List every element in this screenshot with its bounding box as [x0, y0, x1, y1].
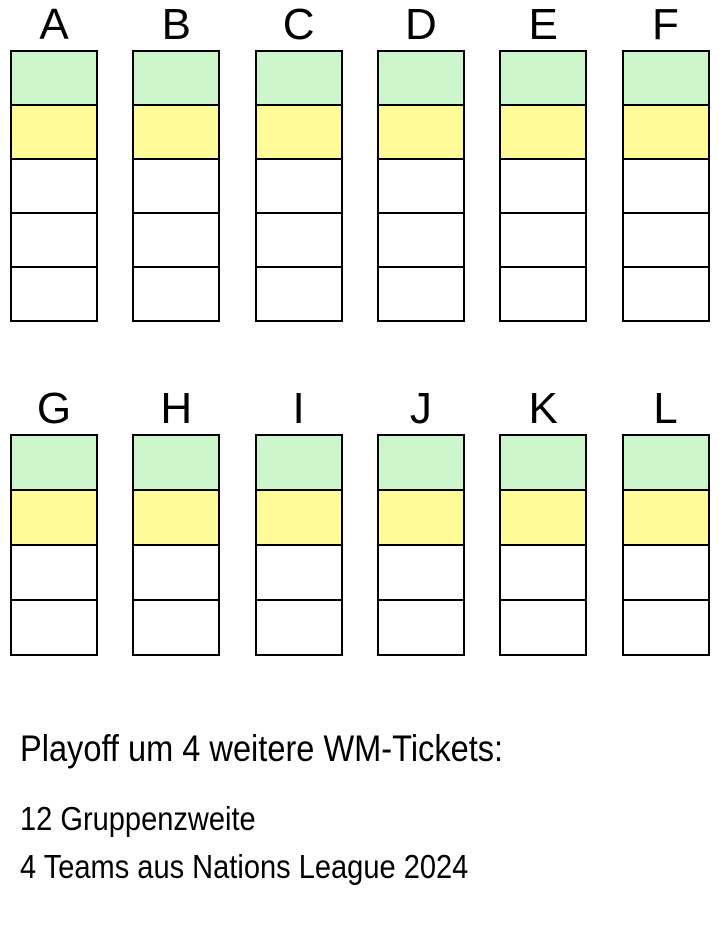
group-slot-playoff	[256, 491, 341, 546]
group-slot-empty	[378, 546, 463, 601]
group-slot-qualified	[623, 436, 708, 491]
playoff-source-nations-league: 4 Teams aus Nations League 2024	[20, 848, 469, 885]
group-slot-playoff	[623, 106, 708, 160]
group-slot-empty	[12, 601, 96, 656]
group-slot-empty	[501, 546, 586, 601]
group-table-k	[499, 434, 588, 656]
group-table-g	[10, 434, 98, 656]
group-slot-empty	[623, 160, 708, 214]
group-table-a	[10, 50, 98, 322]
group-table-l	[621, 434, 710, 656]
group-slot-empty	[134, 268, 219, 322]
group-e: E	[499, 0, 588, 322]
group-c: C	[254, 0, 343, 322]
group-label-i: I	[292, 384, 305, 433]
group-slot-empty	[256, 268, 341, 322]
group-label-j: J	[409, 384, 432, 433]
group-slot-empty	[134, 546, 219, 601]
group-slot-empty	[378, 160, 463, 214]
group-slot-empty	[12, 546, 96, 601]
group-slot-playoff	[501, 106, 586, 160]
group-label-d: D	[405, 0, 437, 49]
group-slot-empty	[378, 214, 463, 268]
group-slot-empty	[501, 601, 586, 656]
group-slot-empty	[12, 268, 96, 322]
group-i: I	[254, 384, 343, 656]
group-slot-empty	[134, 601, 219, 656]
group-slot-playoff	[378, 106, 463, 160]
group-label-h: H	[160, 384, 193, 433]
group-slot-empty	[256, 601, 341, 656]
group-slot-qualified	[134, 52, 219, 106]
group-slot-playoff	[501, 491, 586, 546]
group-l: L	[621, 384, 710, 656]
group-slot-empty	[623, 601, 708, 656]
group-slot-empty	[256, 214, 341, 268]
group-slot-qualified	[12, 52, 96, 106]
group-table-f	[621, 50, 710, 322]
group-slot-qualified	[134, 436, 219, 491]
group-label-f: F	[652, 0, 679, 49]
group-label-l: L	[653, 384, 678, 433]
playoff-heading: Playoff um 4 weitere WM-Tickets:	[20, 728, 504, 769]
group-j: J	[376, 384, 465, 656]
group-slot-playoff	[256, 106, 341, 160]
group-slot-playoff	[12, 106, 96, 160]
group-slot-playoff	[12, 491, 96, 546]
group-slot-empty	[12, 214, 96, 268]
group-slot-empty	[256, 546, 341, 601]
group-table-h	[132, 434, 221, 656]
group-slot-qualified	[256, 52, 341, 106]
group-table-j	[376, 434, 465, 656]
group-label-a: A	[39, 0, 69, 49]
group-table-b	[132, 50, 221, 322]
group-slot-empty	[623, 268, 708, 322]
group-label-b: B	[161, 0, 191, 49]
group-slot-playoff	[134, 106, 219, 160]
group-a: A	[10, 0, 98, 322]
group-table-c	[254, 50, 343, 322]
group-slot-qualified	[501, 436, 586, 491]
group-slot-qualified	[378, 436, 463, 491]
group-slot-playoff	[378, 491, 463, 546]
group-b: B	[132, 0, 221, 322]
group-slot-qualified	[501, 52, 586, 106]
group-table-d	[376, 50, 465, 322]
group-g: G	[10, 384, 98, 656]
group-table-e	[499, 50, 588, 322]
group-slot-empty	[378, 601, 463, 656]
group-table-i	[254, 434, 343, 656]
group-slot-empty	[501, 160, 586, 214]
group-slot-playoff	[623, 491, 708, 546]
group-slot-empty	[501, 214, 586, 268]
group-slot-empty	[134, 214, 219, 268]
group-label-c: C	[282, 0, 315, 49]
group-f: F	[621, 0, 710, 322]
group-label-g: G	[36, 384, 72, 433]
group-slot-empty	[501, 268, 586, 322]
group-d: D	[376, 0, 465, 322]
group-slot-empty	[378, 268, 463, 322]
group-slot-empty	[12, 160, 96, 214]
group-slot-empty	[256, 160, 341, 214]
group-h: H	[132, 384, 221, 656]
group-k: K	[499, 384, 588, 656]
group-slot-qualified	[378, 52, 463, 106]
group-slot-empty	[623, 214, 708, 268]
group-label-e: E	[528, 0, 558, 49]
group-label-k: K	[528, 384, 558, 433]
playoff-source-runners-up: 12 Gruppenzweite	[20, 800, 256, 837]
caption-block: Playoff um 4 weitere WM-Tickets: 12 Grup…	[20, 726, 719, 888]
group-slot-qualified	[12, 436, 96, 491]
group-slot-playoff	[134, 491, 219, 546]
group-slot-qualified	[623, 52, 708, 106]
group-slot-qualified	[256, 436, 341, 491]
group-slot-empty	[623, 546, 708, 601]
group-slot-empty	[134, 160, 219, 214]
